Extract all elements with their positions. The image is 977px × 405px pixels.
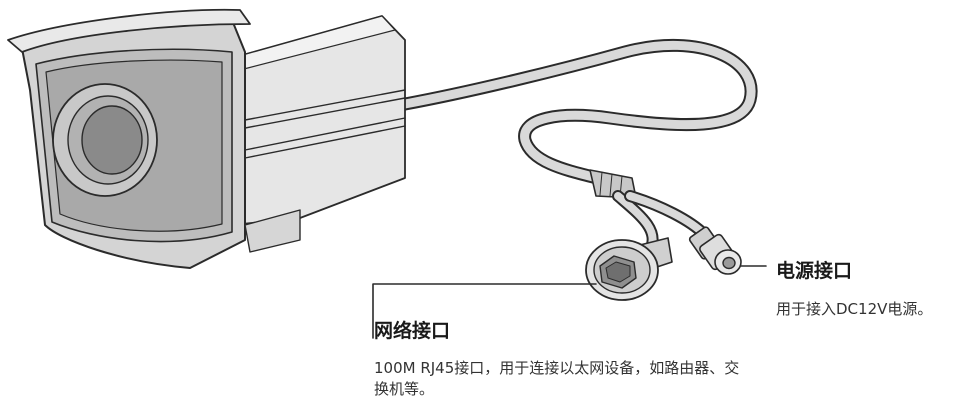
rj45-port-icon [585, 237, 673, 301]
cable-icon [398, 38, 758, 187]
network-port-description: 100M RJ45接口，用于连接以太网设备，如路由器、交换机等。 [374, 359, 740, 398]
bullet-camera-icon [7, 8, 406, 269]
network-port-title: 网络接口 [374, 320, 451, 342]
dc-power-jack-icon [688, 226, 742, 275]
power-port-title: 电源接口 [776, 260, 853, 282]
network-leader-line [372, 283, 597, 339]
power-port-description: 用于接入DC12V电源。 [776, 300, 933, 318]
